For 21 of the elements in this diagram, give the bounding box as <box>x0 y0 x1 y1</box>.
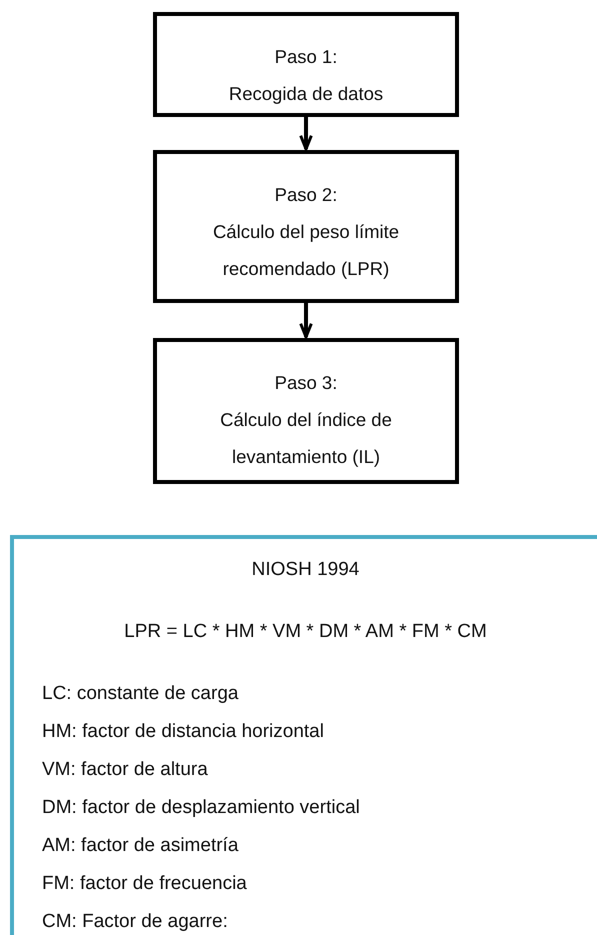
step-heading: Paso 3: <box>274 371 338 395</box>
step-description: Cálculo del peso límite recomendado (LPR) <box>212 220 400 281</box>
definition-text: AM: factor de asimetría <box>42 834 240 858</box>
process-box <box>153 150 459 303</box>
definition-text: DM: factor de desplazamiento vertical <box>42 796 361 820</box>
formula-panel <box>10 535 597 935</box>
step-heading: Paso 2: <box>274 183 338 207</box>
process-box <box>153 12 459 117</box>
formula: LPR = LC * HM * VM * DM * AM * FM * CM <box>123 620 488 644</box>
definition-text: LC: constante de carga <box>42 682 240 706</box>
definition-text: HM: factor de distancia horizontal <box>42 720 325 744</box>
step-description: Cálculo del índice de levantamiento (IL) <box>219 408 393 469</box>
arrow <box>299 303 313 338</box>
arrow <box>299 117 313 150</box>
process-box <box>153 338 459 484</box>
step-description: Recogida de datos <box>228 82 384 106</box>
step-heading: Paso 1: <box>274 45 338 69</box>
definition-text: FM: factor de frecuencia <box>42 872 248 896</box>
definition-text: VM: factor de altura <box>42 758 209 782</box>
definition-text: CM: Factor de agarre: <box>42 910 229 934</box>
panel-heading: NIOSH 1994 <box>250 558 360 582</box>
